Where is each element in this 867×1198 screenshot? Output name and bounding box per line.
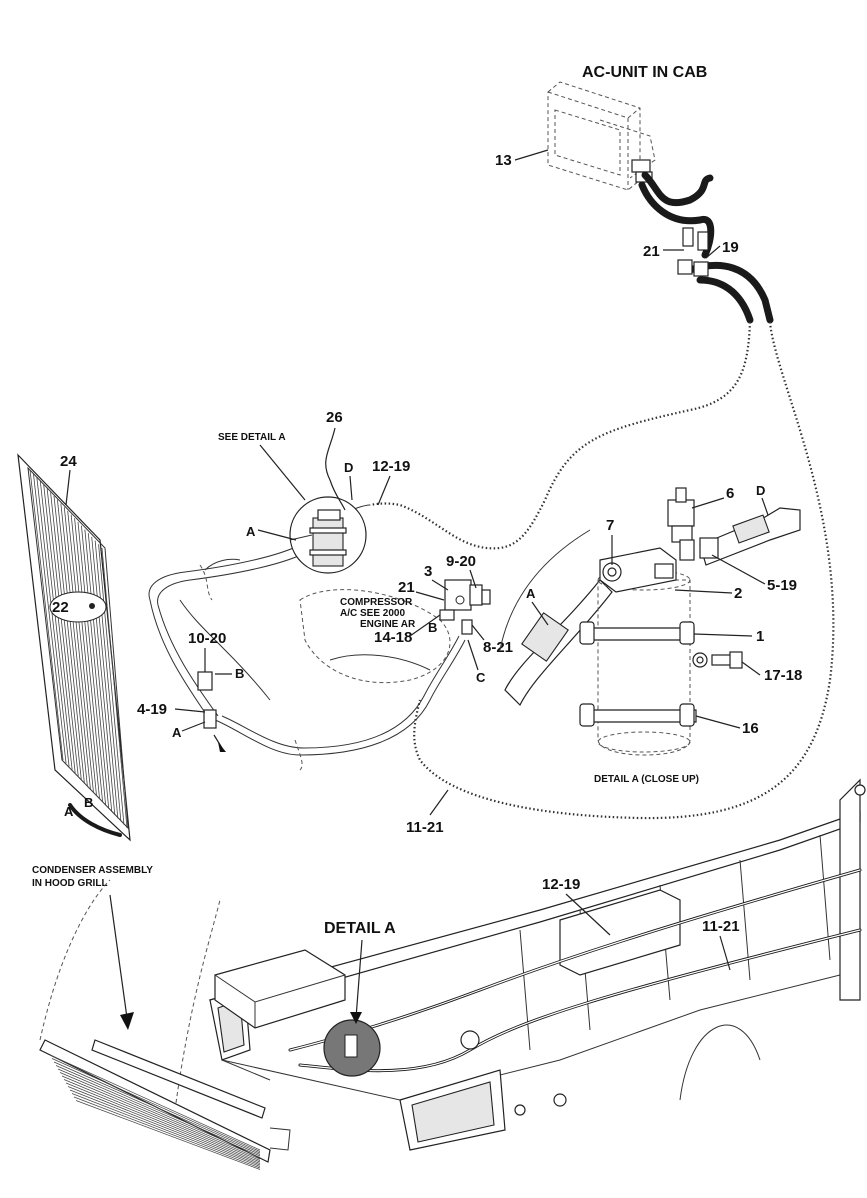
letter-a-closeup: A: [526, 586, 536, 601]
letter-a-left: A: [172, 725, 182, 740]
hose-12-19: [369, 321, 752, 550]
condenser-fin: [33, 473, 67, 764]
grill-line: [53, 1061, 261, 1154]
condenser-fin: [81, 525, 110, 809]
compressor-caption-2: A/C SEE 2000: [340, 608, 405, 619]
grill-line: [73, 1096, 261, 1169]
condenser-fin: [74, 518, 104, 803]
condenser-fin: [50, 492, 82, 780]
chassis-frame: [208, 778, 866, 1151]
detail-a-closeup: [504, 487, 801, 756]
condenser-fin: [60, 503, 91, 790]
letter-d-right: D: [756, 483, 765, 498]
condenser-fin: [63, 507, 94, 793]
condenser-caption-1: CONDENSER ASSEMBLY: [32, 865, 153, 876]
condenser-fin: [94, 540, 122, 822]
grill-line: [49, 1054, 261, 1151]
condenser-fin: [70, 514, 100, 799]
letter-d-left: D: [344, 460, 353, 475]
callout-26: 26: [326, 409, 343, 426]
condenser-fin: [101, 547, 128, 829]
letter-b-left: B: [235, 666, 244, 681]
grill-line: [57, 1068, 261, 1157]
condenser-fin: [53, 495, 85, 783]
grill-line: [75, 1100, 261, 1170]
grill-line: [71, 1093, 261, 1167]
compressor: [299, 579, 491, 684]
callout-2: 2: [734, 585, 742, 602]
condenser: [17, 453, 131, 842]
condenser-fin: [67, 510, 97, 796]
callout-8-21: 8-21: [483, 639, 513, 656]
condenser-fin: [39, 481, 73, 770]
callout-6: 6: [726, 485, 734, 502]
grill-line: [65, 1082, 261, 1163]
callout-21-mid: 21: [398, 579, 415, 596]
condenser-caption-2: IN HOOD GRILL: [32, 878, 108, 889]
see-detail-a-circle: [289, 496, 367, 574]
hose-11-21: [413, 321, 835, 820]
condenser-fin: [84, 529, 113, 812]
grill-line: [61, 1075, 261, 1160]
condenser-fin: [46, 488, 79, 777]
callout-17-18: 17-18: [764, 667, 802, 684]
callout-13: 13: [495, 152, 512, 169]
condenser-fin: [98, 544, 125, 825]
callout-19-top: 19: [722, 239, 739, 256]
detail-a-boundary-arc: [499, 529, 591, 651]
letter-c: C: [476, 670, 486, 685]
condenser-fin: [36, 477, 70, 767]
condenser-fin: [87, 533, 116, 816]
grill-line: [67, 1086, 261, 1164]
callout-12-19-bottom: 12-19: [542, 876, 580, 893]
callout-24: 24: [60, 453, 77, 470]
callout-14-18: 14-18: [374, 629, 412, 646]
letter-b-condenser: B: [84, 795, 93, 810]
callout-11-21-bottom: 11-21: [702, 918, 740, 935]
cab-hoses: [638, 171, 774, 324]
callout-22: 22: [52, 599, 69, 616]
condenser-fin: [57, 499, 88, 786]
grill-line: [55, 1065, 261, 1155]
callout-11-21-mid: 11-21: [406, 819, 444, 836]
callout-1: 1: [756, 628, 764, 645]
letter-a-detail: A: [246, 524, 256, 539]
callout-7: 7: [606, 517, 614, 534]
condenser-fin: [91, 536, 119, 819]
detail-a-closeup-title: DETAIL A (CLOSE UP): [594, 774, 699, 785]
callout-9-20: 9-20: [446, 553, 476, 570]
ac-unit-title: AC-UNIT IN CAB: [582, 64, 707, 81]
grill-line: [63, 1079, 261, 1161]
compressor-caption-1: COMPRESSOR: [340, 597, 413, 608]
grill-line: [69, 1089, 261, 1166]
detail-a-label: DETAIL A: [324, 920, 396, 937]
callout-4-19: 4-19: [137, 701, 167, 718]
ac-unit: [547, 81, 656, 191]
see-detail-a-label: SEE DETAIL A: [218, 432, 286, 443]
callout-10-20: 10-20: [188, 630, 226, 647]
compressor-caption-3: ENGINE AR: [360, 619, 416, 630]
condenser-fin: [77, 521, 107, 806]
condenser-fin: [29, 469, 64, 761]
letter-a-condenser: A: [64, 804, 74, 819]
hood-grill: [39, 879, 291, 1170]
condenser-fin: [43, 484, 76, 773]
grill-line: [59, 1072, 261, 1158]
callout-21-top: 21: [643, 243, 660, 260]
grill-line: [51, 1058, 261, 1152]
callout-12-19-top: 12-19: [372, 458, 410, 475]
callout-16: 16: [742, 720, 759, 737]
callout-5-19: 5-19: [767, 577, 797, 594]
letter-b-mid: B: [428, 620, 437, 635]
callout-3: 3: [424, 563, 432, 580]
